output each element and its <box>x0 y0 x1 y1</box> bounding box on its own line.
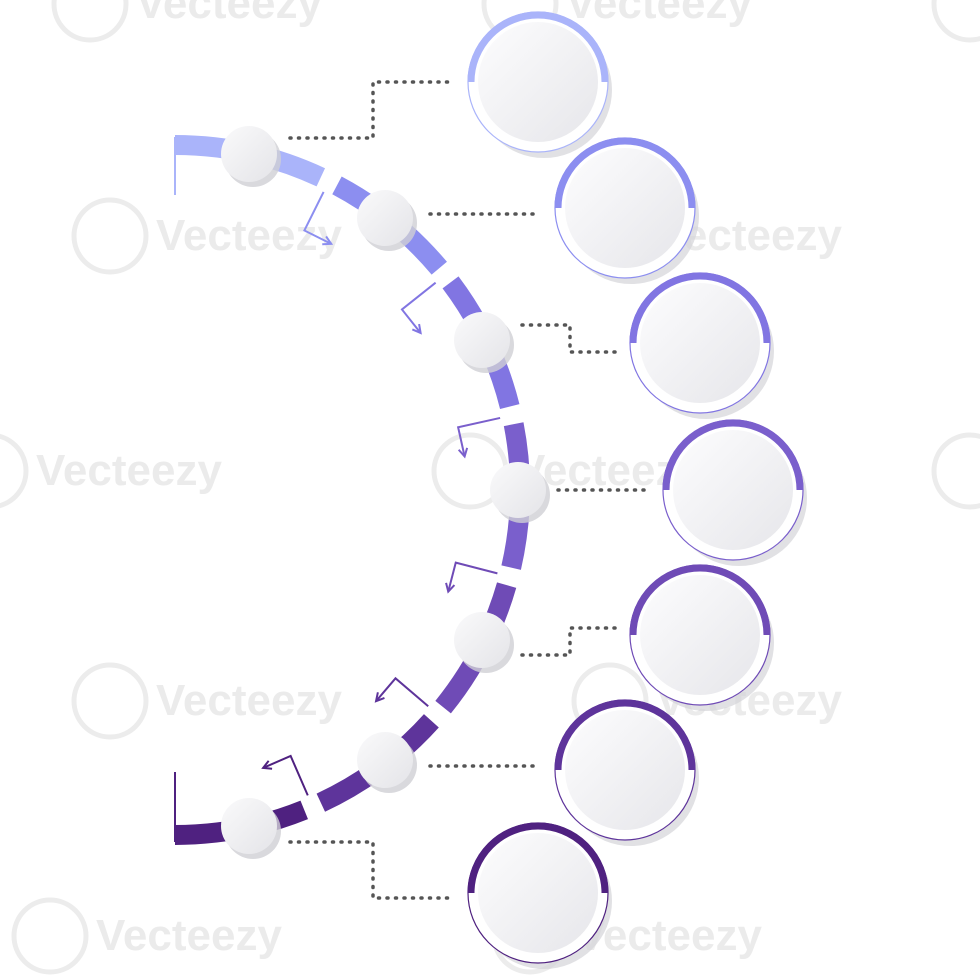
watermark-logo <box>931 0 980 43</box>
step-disc-face <box>565 148 685 268</box>
step-node-circle <box>490 462 546 518</box>
step-node <box>454 612 514 673</box>
watermark-logo <box>931 432 980 510</box>
step-node-circle <box>454 612 510 668</box>
step-arrow-head <box>322 235 334 246</box>
dotted-connector <box>288 80 454 140</box>
arrow-layer <box>261 191 501 796</box>
watermark: Vecteezy <box>71 197 342 275</box>
step-node <box>221 126 281 187</box>
watermark: Vecteezy <box>931 0 980 43</box>
step-disc-accent <box>467 11 609 83</box>
step-arrow-head <box>374 692 385 703</box>
step-disc <box>662 419 807 566</box>
connector-layer <box>288 80 652 900</box>
step-disc <box>629 564 774 711</box>
watermark-text: Vecteezy <box>566 0 752 28</box>
watermark-logo <box>71 197 149 275</box>
disc-layer <box>467 11 807 969</box>
step-disc-face <box>565 710 685 830</box>
step-node <box>221 798 281 859</box>
step-disc-face <box>673 430 793 550</box>
watermark-logo <box>71 662 149 740</box>
step-disc <box>554 699 699 846</box>
step-disc <box>467 822 612 969</box>
step-disc <box>629 272 774 419</box>
watermark: Vecteezy <box>431 432 702 510</box>
step-arrow-head <box>445 582 456 594</box>
step-node-circle <box>357 190 413 246</box>
step-disc-accent <box>467 822 609 894</box>
step-node-circle <box>454 312 510 368</box>
step-arrow <box>400 281 437 334</box>
node-layer <box>221 126 550 859</box>
watermark-logo <box>11 897 89 975</box>
step-node-circle <box>357 732 413 788</box>
watermark: Vecteezy <box>931 432 980 510</box>
step-node-circle <box>221 126 277 182</box>
step-arrow <box>456 416 501 457</box>
step-node-circle <box>221 798 277 854</box>
watermark: Vecteezy <box>0 433 222 509</box>
step-arrow <box>262 754 309 796</box>
step-disc-face <box>478 22 598 142</box>
step-disc <box>467 11 612 158</box>
step-node <box>490 462 550 523</box>
step-arrow <box>303 191 332 245</box>
step-node <box>454 312 514 373</box>
step-disc-accent <box>629 272 771 344</box>
watermark-text: Vecteezy <box>156 676 342 725</box>
watermark-text: Vecteezy <box>156 211 342 260</box>
step-arrow-head <box>411 323 422 335</box>
step-arrow-head <box>261 760 273 770</box>
watermark: Vecteezy <box>51 0 322 43</box>
watermark: Vecteezy <box>71 662 342 740</box>
watermark-text: Vecteezy <box>36 446 222 495</box>
watermark-text: Vecteezy <box>136 0 322 28</box>
dotted-connector <box>520 323 620 354</box>
dotted-connector <box>520 626 620 657</box>
step-disc-face <box>640 575 760 695</box>
step-disc-accent <box>629 564 771 636</box>
step-disc-accent <box>554 137 696 209</box>
step-disc-face <box>640 283 760 403</box>
dotted-connector <box>288 840 454 900</box>
watermark-text: Vecteezy <box>96 911 282 960</box>
watermark-logo <box>51 0 129 43</box>
step-disc-accent <box>662 419 804 491</box>
step-node <box>357 190 417 251</box>
step-disc-face <box>478 833 598 953</box>
step-arrow-head <box>457 447 469 459</box>
step-arrow <box>447 561 498 592</box>
watermark: Vecteezy <box>11 897 282 975</box>
watermark-logo <box>0 433 29 509</box>
step-disc <box>554 137 699 284</box>
step-arrow <box>375 676 429 708</box>
step-node <box>357 732 417 793</box>
step-disc-accent <box>554 699 696 771</box>
